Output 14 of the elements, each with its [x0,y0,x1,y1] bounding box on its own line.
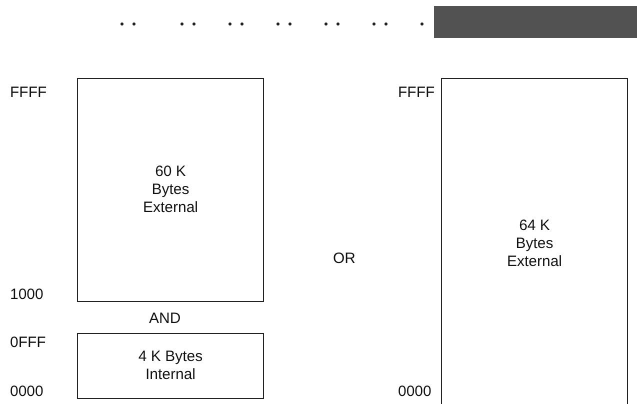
address-label: FFFF [398,84,435,101]
address-label: 0FFF [10,334,46,351]
memory-block [77,78,264,302]
connector-word: AND [149,310,181,327]
block-label: 64 K Bytes External [506,216,564,270]
block-label: 60 K Bytes External [142,163,200,217]
address-label: 0000 [10,383,44,400]
memory-block [77,333,264,399]
block-label: 4 K Bytes Internal [137,348,204,384]
memory-block [441,78,628,404]
address-label: 1000 [10,286,44,303]
connector-word: OR [333,250,356,267]
address-label: 0000 [398,383,432,400]
address-label: FFFF [10,84,47,101]
